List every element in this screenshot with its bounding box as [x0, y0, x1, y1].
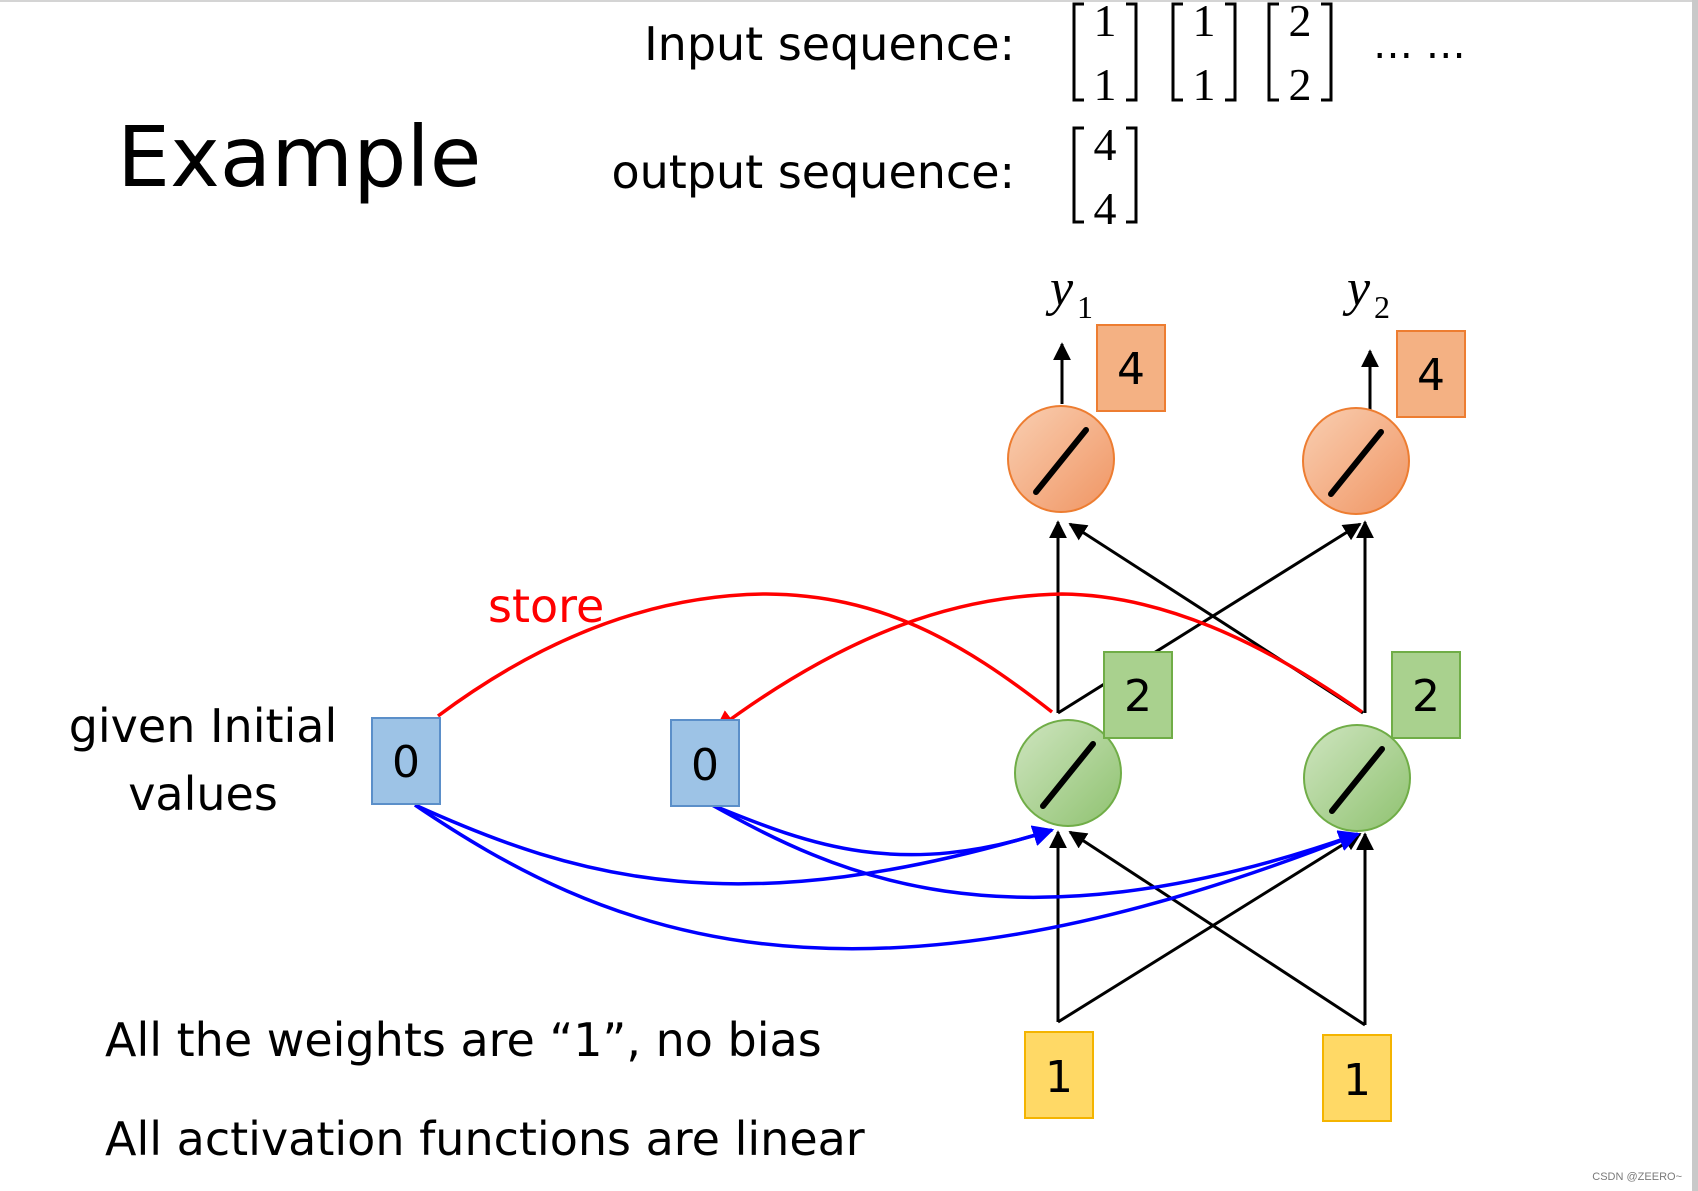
left-bracket	[1171, 2, 1183, 102]
hidden-value-2: 2	[1391, 651, 1461, 739]
hidden-value-2-box	[1391, 651, 1461, 739]
hidden-neuron-1	[1014, 719, 1122, 827]
output-value-1-text: 4	[1117, 344, 1145, 395]
hidden-neuron-2	[1303, 724, 1411, 832]
store-curve-h2	[714, 592, 1364, 732]
input-sequence-ellipsis: … …	[1373, 22, 1466, 68]
left-bracket	[1267, 2, 1279, 102]
input-vector-3: 2 2	[1267, 0, 1333, 110]
output-sequence-label: output sequence:	[611, 145, 1015, 199]
memory-cell-1-value: 0	[392, 737, 420, 788]
input-cell-1: 1	[1024, 1031, 1094, 1119]
input-vector-2: 1 1	[1171, 0, 1237, 110]
output-vector-1-top: 4	[1094, 119, 1117, 170]
memory-cell-1: 0	[371, 717, 441, 805]
output-name-y2: y 2	[1342, 260, 1390, 325]
y1-base: y	[1045, 260, 1074, 317]
note-weights: All the weights are “1”, no bias	[105, 1013, 822, 1067]
input-cell-2-box	[1322, 1034, 1392, 1122]
right-bracket	[1126, 2, 1138, 102]
right-bracket	[1321, 2, 1333, 102]
store-label: store	[488, 579, 604, 633]
memory-cell-2: 0	[670, 719, 740, 807]
y2-sub: 2	[1374, 289, 1390, 325]
store-curve-h1	[436, 592, 1054, 718]
input-vector-2-bottom: 1	[1193, 59, 1216, 110]
output-value-2: 4	[1396, 330, 1466, 418]
linear-activation-icon	[1040, 741, 1096, 809]
input-cell-1-box	[1024, 1031, 1094, 1119]
initial-values-label-line2: values	[128, 767, 278, 821]
input-sequence-label: Input sequence:	[644, 17, 1015, 71]
arrow-x1-h2	[1057, 832, 1362, 1024]
output-value-1-box	[1096, 324, 1166, 412]
left-bracket	[1072, 2, 1084, 102]
memory-1-to-h1	[414, 803, 1055, 886]
output-value-2-box	[1396, 330, 1466, 418]
output-neuron-1	[1007, 405, 1115, 513]
memory-arrows	[414, 803, 1360, 951]
y2-base: y	[1342, 260, 1371, 317]
arrow-x2-h1	[1068, 830, 1366, 1027]
memory-cell-2-value: 0	[691, 740, 719, 791]
input-vector-1-top: 1	[1094, 0, 1117, 46]
memory-cell-1-box	[371, 717, 441, 805]
store-arrows	[436, 592, 1364, 732]
memory-2-to-h1	[711, 803, 1054, 857]
memory-cell-2-box	[670, 719, 740, 807]
y1-sub: 1	[1077, 289, 1093, 325]
linear-activation-icon	[1033, 427, 1089, 495]
window-frame-top	[0, 0, 1698, 2]
memory-2-to-h2	[711, 803, 1360, 900]
input-vector-3-bottom: 2	[1289, 59, 1312, 110]
linear-activation-icon	[1329, 746, 1385, 814]
input-cell-2-value: 1	[1343, 1055, 1371, 1106]
hidden-value-1-text: 2	[1124, 671, 1152, 722]
hidden-value-1: 2	[1103, 651, 1173, 739]
right-bracket	[1126, 126, 1138, 224]
window-frame-right	[1692, 0, 1698, 1191]
right-bracket	[1225, 2, 1237, 102]
left-bracket	[1072, 126, 1084, 224]
hidden-value-1-box	[1103, 651, 1173, 739]
input-cell-1-value: 1	[1045, 1052, 1073, 1103]
input-vector-2-top: 1	[1193, 0, 1216, 46]
memory-1-to-h2	[414, 803, 1360, 951]
input-vector-1: 1 1	[1072, 0, 1138, 110]
input-cell-2: 1	[1322, 1034, 1392, 1122]
watermark: CSDN @ZEERO~	[1592, 1171, 1682, 1183]
note-activation: All activation functions are linear	[105, 1112, 865, 1166]
output-vector-1: 4 4	[1072, 119, 1138, 234]
hidden-value-2-text: 2	[1412, 671, 1440, 722]
initial-values-label-line1: given Initial	[69, 699, 338, 753]
output-name-y1: y 1	[1045, 260, 1093, 325]
output-vector-1-bottom: 4	[1094, 183, 1117, 234]
output-value-2-text: 4	[1417, 350, 1445, 401]
input-vector-3-top: 2	[1289, 0, 1312, 46]
slide-title: Example	[117, 108, 481, 206]
input-vector-1-bottom: 1	[1094, 59, 1117, 110]
output-value-1: 4	[1096, 324, 1166, 412]
output-neuron-2	[1302, 407, 1410, 515]
linear-activation-icon	[1328, 429, 1384, 497]
input-to-hidden-arrows	[1049, 830, 1374, 1027]
